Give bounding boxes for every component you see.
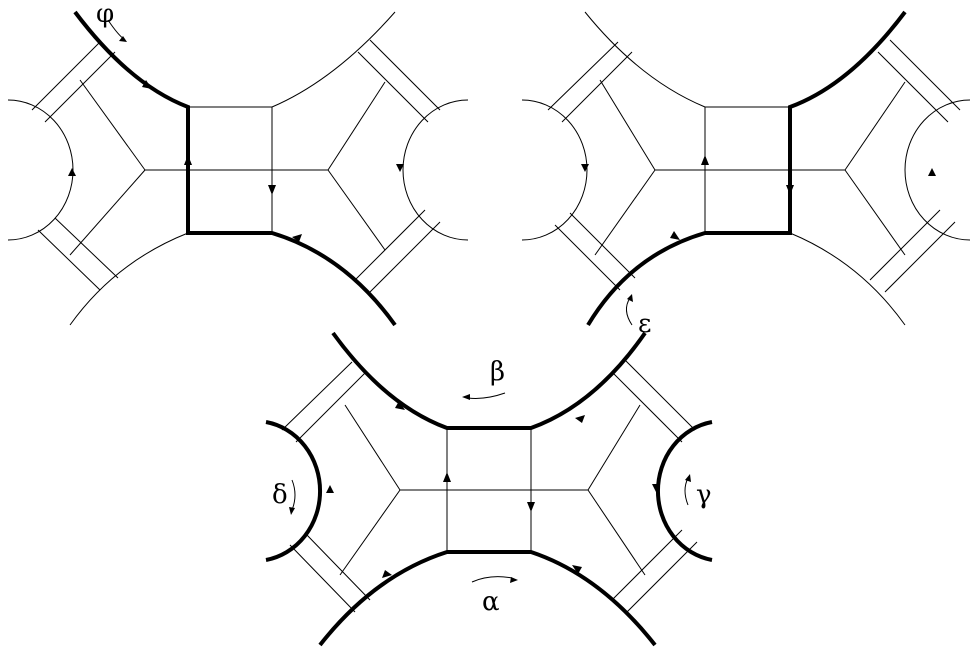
rotation-arrow-gamma — [684, 474, 691, 506]
label-gamma: γ — [696, 480, 712, 510]
rotation-arrow-phi — [107, 19, 127, 42]
panel-bottom — [265, 331, 713, 647]
rotation-arrow-delta — [289, 479, 296, 515]
label-alpha: α — [482, 587, 500, 617]
rotation-arrow-beta — [462, 392, 506, 400]
panel-top-right — [521, 10, 971, 327]
rotation-arrow-epsilon — [626, 294, 633, 326]
label-delta: δ — [272, 480, 288, 510]
label-beta: β — [490, 357, 505, 387]
panel-top-left — [7, 10, 469, 327]
rotation-arrow-alpha — [471, 576, 518, 583]
label-phi: φ — [96, 0, 114, 29]
label-epsilon: ε — [638, 309, 651, 339]
